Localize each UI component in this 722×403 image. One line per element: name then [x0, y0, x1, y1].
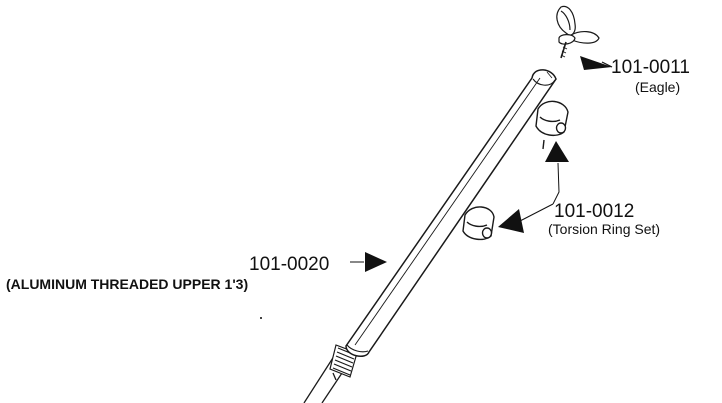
torsion-ring-lower: [462, 206, 495, 241]
arrow-pole-icon: [365, 252, 387, 272]
eagle-finial-icon: [556, 5, 600, 59]
stray-dot: [260, 317, 262, 319]
arrow-torsion-lower-icon: [498, 209, 524, 233]
part-desc-pole: (ALUMINUM THREADED UPPER 1'3): [6, 276, 248, 292]
torsion-ring-upper: [535, 100, 569, 150]
part-number-pole: 101-0020: [249, 254, 329, 275]
callout-arrows: [260, 56, 613, 319]
aluminum-upper-pole: [345, 69, 557, 357]
part-desc-torsion-ring: (Torsion Ring Set): [548, 221, 660, 237]
part-number-eagle: 101-0011: [611, 57, 690, 78]
arrow-torsion-upper-icon: [545, 141, 569, 162]
part-desc-eagle: (Eagle): [635, 79, 680, 95]
part-number-torsion-ring: 101-0012: [554, 201, 634, 222]
arrow-eagle-icon: [580, 56, 612, 70]
